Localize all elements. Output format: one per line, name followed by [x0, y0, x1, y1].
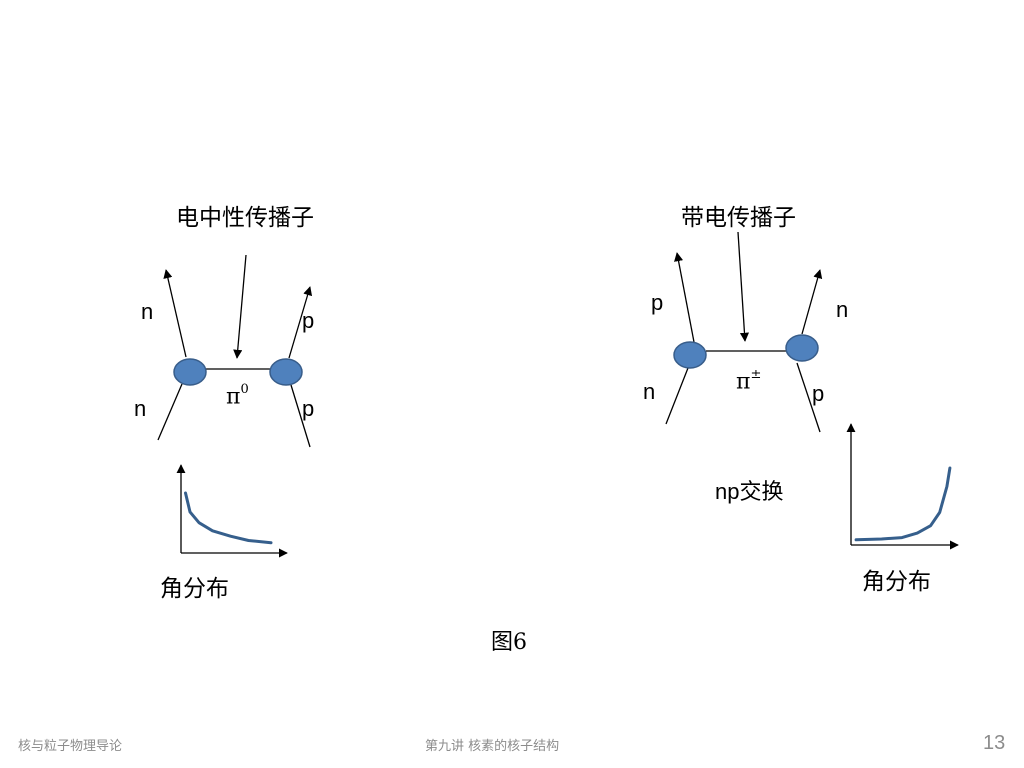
right-vertex-neutron: [673, 341, 707, 369]
right-incoming-n-line: [665, 367, 689, 425]
left-outgoing-p-arrow: [288, 286, 313, 359]
right-exchange-label: np交换: [715, 479, 784, 504]
left-outgoing-n-arrow: [163, 269, 187, 358]
right-incoming-p-line: [796, 362, 821, 433]
figure-caption: 图6: [491, 630, 527, 655]
right-propagator-label: π±: [736, 367, 762, 395]
right-label-n-top: n: [836, 297, 849, 322]
right-vertex-proton: [785, 334, 819, 362]
left-angular-plot: [176, 464, 288, 558]
left-label-n-top: n: [141, 299, 154, 324]
right-diagram: [665, 231, 823, 433]
right-outgoing-p-arrow: [674, 252, 695, 343]
left-diagram: [157, 254, 313, 448]
right-angular-plot: [846, 423, 959, 550]
left-title: 电中性传播子: [176, 205, 314, 231]
left-label-p-top: p: [302, 308, 315, 333]
footer-lecture: 第九讲 核素的核子结构: [425, 739, 560, 754]
left-vertex-neutron: [173, 358, 207, 386]
left-label-p-bottom: p: [302, 396, 315, 421]
right-propagator-symbol: π: [736, 369, 751, 395]
left-propagator-label: π0: [226, 382, 249, 410]
right-label-p-top: p: [651, 290, 664, 315]
page-number: 13: [983, 732, 1006, 754]
right-plot-caption: 角分布: [862, 569, 931, 595]
left-plot-caption: 角分布: [160, 576, 229, 602]
left-propagator-symbol: π: [226, 384, 241, 410]
left-pointer-arrow: [233, 254, 247, 359]
right-label-n-bottom: n: [643, 379, 656, 404]
left-label-n-bottom: n: [134, 396, 147, 421]
left-incoming-p-line: [290, 384, 311, 448]
right-pointer-arrow: [737, 231, 750, 342]
right-label-p-bottom: p: [812, 381, 825, 406]
right-distribution-curve: [854, 466, 952, 542]
left-vertex-proton: [269, 358, 303, 386]
right-outgoing-n-arrow: [801, 269, 823, 335]
left-distribution-curve: [184, 491, 273, 545]
right-propagator-charge: ±: [750, 367, 762, 382]
left-incoming-n-line: [157, 383, 183, 441]
right-title: 带电传播子: [681, 205, 796, 231]
footer-course: 核与粒子物理导论: [18, 739, 123, 754]
left-propagator-charge: 0: [240, 382, 249, 397]
